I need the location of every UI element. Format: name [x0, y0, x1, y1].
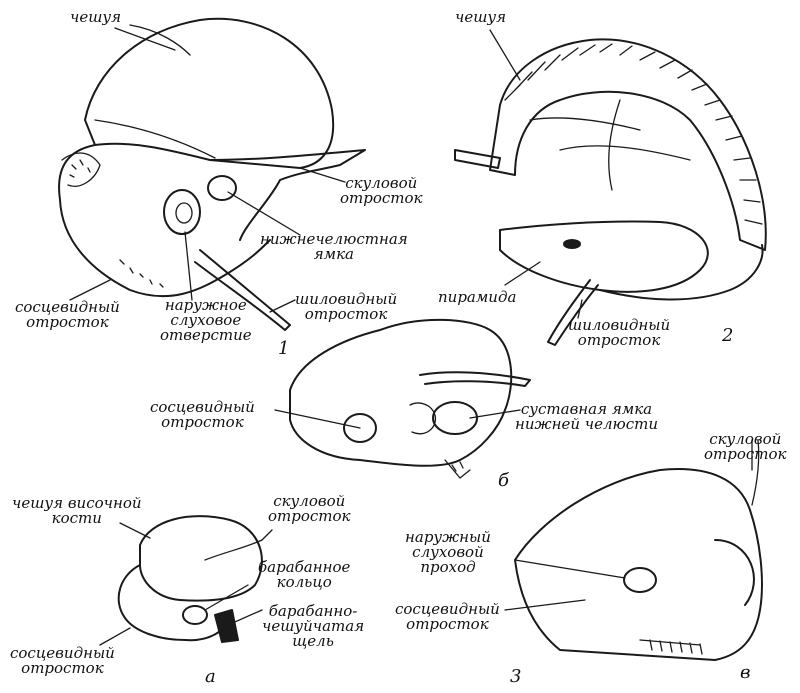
figv-leader-meatus — [514, 559, 626, 579]
fig2-zygomatic-stub — [454, 149, 501, 169]
fig1-external-meatus — [163, 189, 201, 235]
label-figb-mastoid-process: сосцевидный отросток — [150, 398, 255, 431]
figa-leader-mastoid — [99, 627, 131, 646]
figv-zygomatic — [751, 439, 760, 506]
figa-zygomatic — [204, 539, 263, 561]
label-figb-articular-fossa: суставная ямка нижней челюсти — [515, 400, 659, 433]
label-fig1-external-meatus: наружное слуховое отверстие — [160, 296, 252, 344]
fig1-mastoid-rough — [61, 152, 164, 288]
fig1-zygomatic-process — [209, 149, 366, 241]
fig2-lower-edge — [599, 244, 764, 301]
label-fig1-styloid-process: шиловидный отросток — [295, 290, 398, 323]
fig1-leader-styloid — [269, 299, 296, 313]
label-figv-external-meatus: наружный слуховой проход — [405, 528, 491, 576]
fig1-mandibular-fossa — [207, 175, 237, 201]
fig2-inner-sutures — [529, 99, 691, 191]
label-figv-mastoid-process: сосцевидный отросток — [395, 600, 500, 633]
fig1-leader-mastoid — [69, 279, 111, 301]
label-fig1-zygomatic-process: скуловой отросток — [340, 174, 423, 207]
figb-mastoid — [343, 413, 377, 443]
figa-leader-fissure — [227, 609, 263, 626]
figb-leader-articular — [469, 409, 521, 419]
fig1-leader-meatus — [184, 231, 193, 301]
figure-number-a: а — [205, 666, 216, 687]
figure-number-b: б — [498, 470, 509, 491]
figb-meatus-ring — [409, 402, 437, 435]
fig1-body-outline — [58, 144, 271, 298]
fig2-squama-outline — [489, 38, 767, 251]
label-figa-tympanic-ring: барабанное кольцо — [258, 558, 351, 591]
figb-articular-fossa — [432, 401, 478, 435]
figure-number-3: 3 — [510, 666, 522, 687]
figure-b-temporal-bone — [274, 318, 531, 479]
figv-meatus — [623, 567, 657, 593]
figa-body — [117, 564, 233, 642]
figa-fissure-dark — [214, 609, 239, 643]
fig2-squama-serration — [504, 43, 763, 225]
fig1-leader-zygomatic — [299, 167, 346, 183]
label-fig2-scale: чешуя — [455, 8, 507, 26]
figa-tympanic-ring — [182, 605, 208, 625]
fig2-leader-pyramid — [504, 261, 541, 286]
figa-leader-scale — [119, 522, 151, 539]
label-fig1-mandibular-fossa: нижнечелюстная ямка — [260, 230, 408, 263]
figa-leader-zygomatic — [261, 529, 273, 541]
fig2-styloid — [547, 279, 599, 346]
fig2-pyramid — [499, 220, 709, 293]
figure-a-temporal-bone — [99, 515, 273, 646]
label-fig2-styloid-process: шиловидный отросток — [568, 316, 671, 349]
label-figa-scale: чешуя височной кости — [12, 494, 142, 527]
fig2-leader-scale — [489, 29, 521, 81]
label-fig2-pyramid: пирамида — [438, 288, 517, 306]
figa-leader-tympanic — [204, 584, 249, 611]
label-fig1-mastoid-process: сосцевидный отросток — [15, 298, 120, 331]
figb-styloid-rough — [444, 459, 471, 479]
label-figa-tympanosquamous-fissure: барабанно- чешуйчатая щель — [262, 602, 365, 650]
fig1-styloid-process — [194, 249, 291, 331]
figure-number-1: 1 — [278, 338, 290, 359]
figb-zygomatic — [419, 371, 531, 387]
figv-mastoid-arc — [714, 539, 755, 606]
figure-1-temporal-bone — [58, 17, 366, 331]
fig1-squama-suture — [94, 24, 216, 159]
figv-lower-rough — [639, 639, 703, 655]
fig1-leader-mandibular — [227, 191, 301, 236]
label-figa-zygomatic-process: скуловой отросток — [268, 492, 351, 525]
figure-2-temporal-bone — [454, 29, 767, 346]
figv-outline — [514, 468, 763, 661]
fig1-squama-outline — [84, 17, 335, 169]
fig2-leader-styloid — [577, 299, 583, 319]
figa-squama — [139, 515, 263, 602]
figb-leader-mastoid — [274, 409, 361, 429]
figure-number-2: 2 — [722, 325, 734, 346]
figure-v-temporal-bone — [504, 439, 763, 661]
figb-outline — [289, 318, 513, 467]
figv-leader-mastoid — [504, 599, 586, 611]
figure-number-v: в — [740, 662, 751, 683]
label-figa-mastoid-process: сосцевидный отросток — [10, 644, 115, 677]
fig1-leader-scale — [114, 27, 176, 51]
fig1-meatus-inner — [175, 202, 193, 224]
label-fig1-scale: чешуя — [70, 8, 122, 26]
label-figv-zygomatic-process: скуловой отросток — [704, 430, 787, 463]
fig2-internal-meatus — [563, 239, 581, 249]
